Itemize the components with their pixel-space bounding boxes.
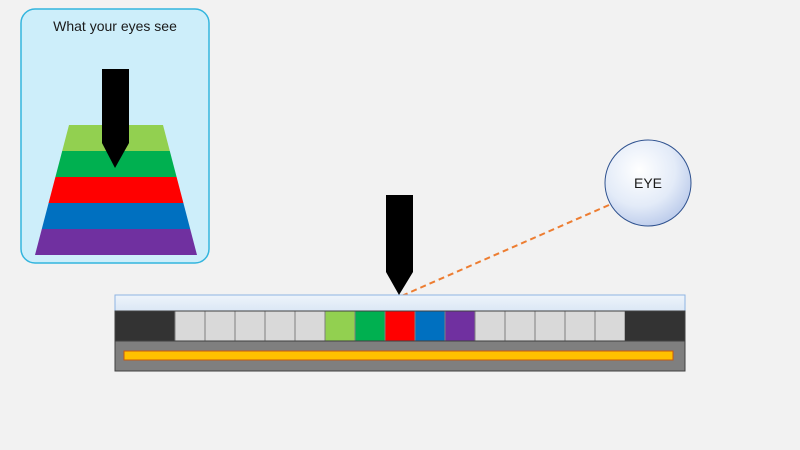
strip-cells	[174, 310, 626, 342]
strip-cell	[504, 310, 536, 342]
strip-cell	[534, 310, 566, 342]
strip-outline	[114, 310, 686, 372]
strip-cell	[354, 310, 386, 342]
inset-title: What your eyes see	[53, 18, 177, 34]
strip	[114, 294, 686, 372]
strip-cell	[234, 310, 266, 342]
strip-highlight-bar	[123, 350, 674, 361]
strip-end-cap-left	[115, 311, 175, 341]
strip-cell	[414, 310, 446, 342]
strip-cell	[324, 310, 356, 342]
strip-cell	[204, 310, 236, 342]
eye: EYE	[604, 139, 692, 227]
inset-layer-purple	[35, 229, 197, 255]
strip-cell	[564, 310, 596, 342]
strip-cell	[294, 310, 326, 342]
strip-cell	[474, 310, 506, 342]
inset-panel: What your eyes see	[20, 8, 210, 264]
inset-arrow	[102, 69, 129, 168]
main-arrow	[386, 195, 413, 295]
strip-cell	[594, 310, 626, 342]
eye-label: EYE	[634, 175, 662, 191]
strip-glass	[114, 294, 686, 312]
strip-cell	[174, 310, 206, 342]
sight-line	[364, 204, 610, 313]
strip-cell	[264, 310, 296, 342]
strip-cell	[444, 310, 476, 342]
strip-end-cap-right	[625, 311, 685, 341]
inset-layer-blue	[41, 203, 191, 229]
inset-layer-red	[48, 177, 184, 203]
strip-cell	[384, 310, 416, 342]
eye-circle	[604, 139, 692, 227]
inset-layer-stack	[35, 125, 197, 255]
